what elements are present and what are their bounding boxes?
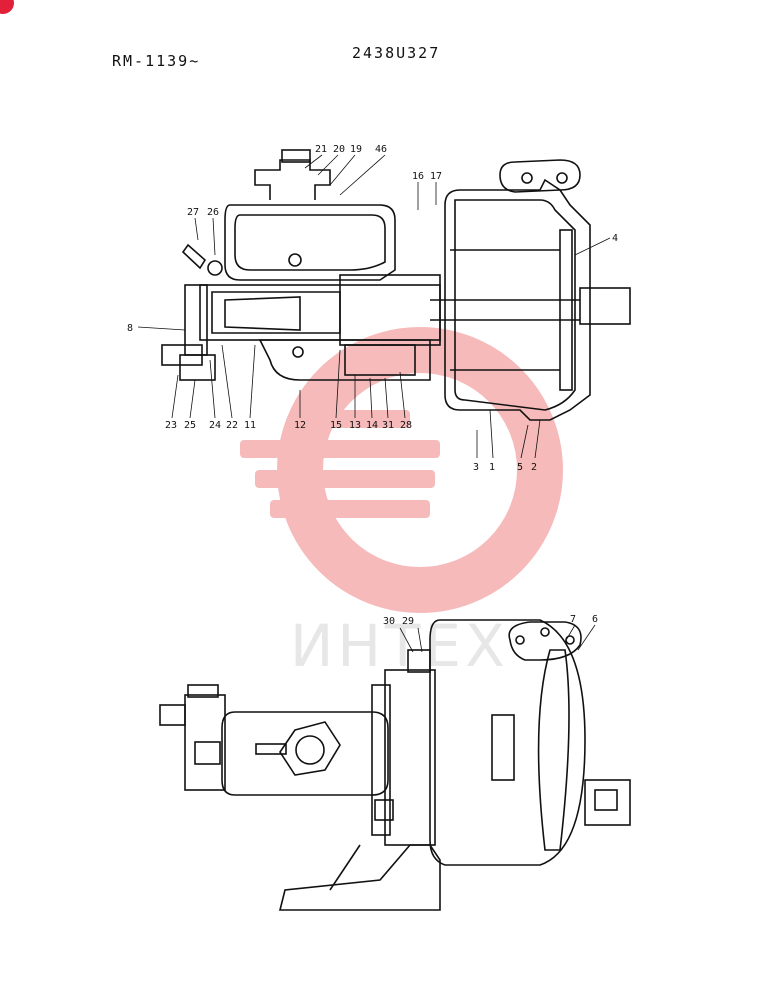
corner-badge: [0, 0, 14, 14]
callout-22: 22: [226, 420, 238, 431]
callout-12: 12: [294, 420, 306, 431]
callout-4: 4: [612, 233, 618, 244]
callout-14: 14: [366, 420, 378, 431]
callout-30: 30: [383, 616, 395, 627]
callout-24: 24: [209, 420, 221, 431]
callout-1: 1: [489, 462, 495, 473]
callout-13: 13: [349, 420, 361, 431]
callout-15: 15: [330, 420, 342, 431]
callout-29: 29: [402, 616, 414, 627]
callout-46: 46: [375, 144, 387, 155]
part-code-label: 2438U327: [352, 44, 441, 62]
callout-21: 21: [315, 144, 327, 155]
callout-16: 16: [412, 171, 424, 182]
callout-20: 20: [333, 144, 345, 155]
callout-31: 31: [382, 420, 394, 431]
callout-17: 17: [430, 171, 442, 182]
callout-6: 6: [592, 614, 598, 625]
callout-25: 25: [184, 420, 196, 431]
watermark-text: ИНТЕХ: [290, 612, 509, 680]
callout-28: 28: [400, 420, 412, 431]
callout-2: 2: [531, 462, 537, 473]
callout-3: 3: [473, 462, 479, 473]
callout-7: 7: [570, 614, 576, 625]
callout-23: 23: [165, 420, 177, 431]
callout-27: 27: [187, 207, 199, 218]
callout-5: 5: [517, 462, 523, 473]
callout-11: 11: [244, 420, 256, 431]
callout-19: 19: [350, 144, 362, 155]
callout-26: 26: [207, 207, 219, 218]
model-range-label: RM-1139~: [112, 52, 201, 70]
callout-8: 8: [127, 323, 133, 334]
